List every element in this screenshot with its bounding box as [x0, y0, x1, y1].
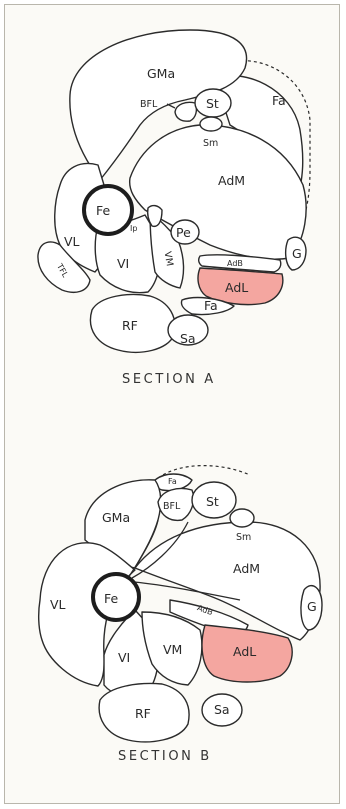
label-st-b: St: [206, 494, 219, 509]
label-adm-b: AdM: [233, 561, 260, 576]
label-adm-a: AdM: [218, 173, 245, 188]
label-gma-b: GMa: [102, 510, 130, 525]
label-sm-b: Sm: [236, 532, 251, 543]
muscle-sm-a: [200, 117, 222, 131]
label-fa-lower-a: Fa: [204, 298, 218, 313]
muscle-ip-a: [148, 206, 162, 227]
label-vl-b: VL: [50, 597, 66, 612]
label-fe-b: Fe: [104, 591, 119, 606]
label-vm-b: VM: [163, 642, 182, 657]
label-pe-a: Pe: [176, 225, 191, 240]
label-gma-a: GMa: [147, 66, 175, 81]
section-b: Fa BFL St GMa Sm AdM VL Fe AdB G VI VM A…: [39, 466, 322, 764]
section-a: GMa BFL St Fa Sm AdM Fe Ip Pe VM VL VI T…: [38, 30, 310, 387]
label-g-a: G: [292, 246, 302, 261]
muscle-bfl-a: [175, 102, 196, 121]
label-vi-b: VI: [118, 650, 130, 665]
label-adl-a: AdL: [225, 280, 248, 295]
label-vl-a: VL: [64, 234, 80, 249]
label-ip-a: Ip: [130, 224, 137, 233]
label-rf-a: RF: [122, 318, 138, 333]
leader-bfl-a: [167, 104, 175, 108]
label-vi-a: VI: [117, 256, 129, 271]
label-rf-b: RF: [135, 706, 151, 721]
caption-section-b: SECTION B: [118, 749, 212, 764]
label-adl-b: AdL: [233, 644, 256, 659]
label-bfl-a: BFL: [140, 99, 158, 110]
label-sm-a: Sm: [203, 138, 218, 149]
caption-section-a: SECTION A: [122, 372, 216, 387]
label-adb-a: AdB: [227, 259, 243, 268]
label-fe-a: Fe: [96, 203, 111, 218]
label-fa-b: Fa: [168, 477, 177, 486]
label-bfl-b: BFL: [163, 501, 181, 512]
label-fa-upper-a: Fa: [272, 93, 286, 108]
label-g-b: G: [307, 599, 317, 614]
label-sa-a: Sa: [180, 331, 196, 346]
label-sa-b: Sa: [214, 702, 230, 717]
label-st-a: St: [206, 96, 219, 111]
muscle-sm-b: [230, 509, 254, 527]
